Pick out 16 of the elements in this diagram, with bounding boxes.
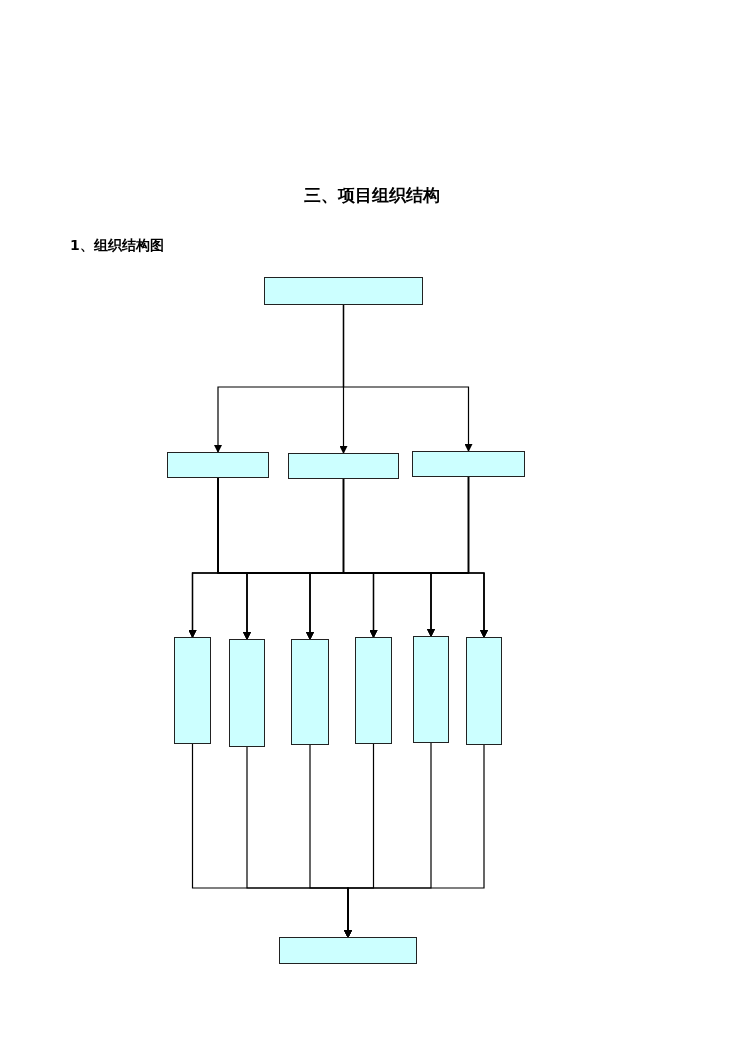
org-box [264, 277, 423, 305]
org-box [229, 639, 265, 747]
org-box [466, 637, 502, 745]
section-heading: 1、组织结构图 [70, 237, 164, 255]
connector-arrow [344, 744, 485, 938]
title: 三、项目组织结构 [303, 184, 441, 207]
org-box [288, 453, 399, 479]
org-box [291, 639, 329, 745]
org-box [174, 637, 211, 744]
org-box [412, 451, 525, 477]
connector-arrow [342, 304, 473, 452]
org-box [413, 636, 449, 743]
org-box [355, 637, 392, 744]
org-box [279, 937, 417, 964]
connector-arrow [467, 476, 488, 638]
org-box [167, 452, 269, 478]
